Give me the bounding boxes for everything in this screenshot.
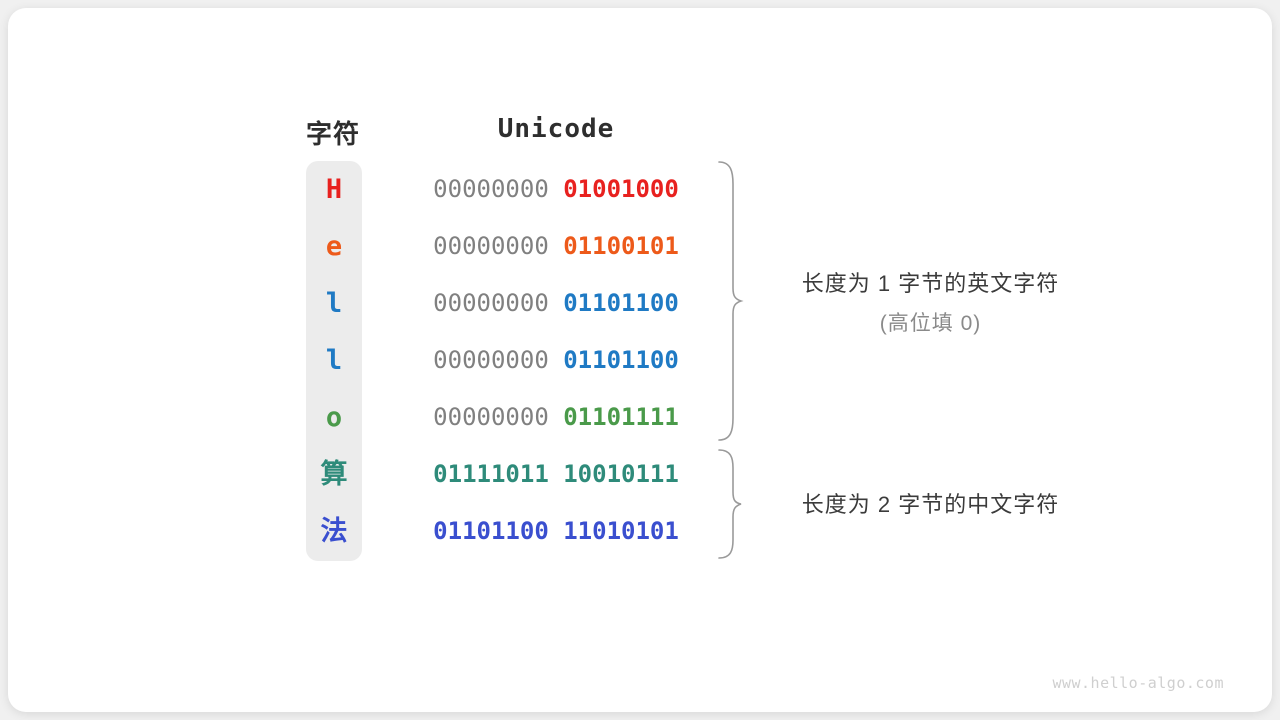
encoding-row: l 00000000 01101100 <box>0 332 1280 389</box>
character-column-panel <box>306 161 362 561</box>
row-unicode-bits: 00000000 01001000 <box>416 161 696 218</box>
column-header-character: 字符 <box>305 119 360 149</box>
encoding-row: 法 01101100 11010101 <box>0 503 1280 560</box>
watermark: www.hello-algo.com <box>1052 674 1224 692</box>
byte-low: 01100101 <box>563 232 679 260</box>
annotation-chinese-main: 长度为 2 字节的中文字符 <box>801 492 1060 517</box>
row-character: 法 <box>320 516 348 547</box>
byte-low: 11010101 <box>563 517 679 545</box>
row-unicode-bits: 00000000 01101100 <box>416 275 696 332</box>
encoding-row: l 00000000 01101100 <box>0 275 1280 332</box>
figure-card <box>8 8 1272 712</box>
encoding-row: H 00000000 01001000 <box>0 161 1280 218</box>
column-header-unicode: Unicode <box>497 114 615 144</box>
byte-high: 00000000 <box>433 289 549 317</box>
byte-low: 01101100 <box>563 289 679 317</box>
row-character: l <box>325 288 343 319</box>
row-unicode-bits: 00000000 01100101 <box>416 218 696 275</box>
row-character: H <box>325 174 343 205</box>
byte-low: 10010111 <box>563 460 679 488</box>
annotation-chinese-bytes: 长度为 2 字节的中文字符 <box>758 487 1103 519</box>
byte-high: 01101100 <box>433 517 549 545</box>
row-unicode-bits: 00000000 01101111 <box>416 389 696 446</box>
encoding-row: e 00000000 01100101 <box>0 218 1280 275</box>
encoding-row: o 00000000 01101111 <box>0 389 1280 446</box>
row-unicode-bits: 01111011 10010111 <box>416 446 696 503</box>
row-character: l <box>325 345 343 376</box>
row-unicode-bits: 00000000 01101100 <box>416 332 696 389</box>
byte-low: 01101111 <box>563 403 679 431</box>
row-unicode-bits: 01101100 11010101 <box>416 503 696 560</box>
annotation-english-sub: (高位填 0) <box>879 312 982 335</box>
byte-low: 01101100 <box>563 346 679 374</box>
byte-high: 01111011 <box>433 460 549 488</box>
annotation-english-bytes: 长度为 1 字节的英文字符 (高位填 0) <box>758 266 1103 337</box>
row-character: 算 <box>320 459 348 490</box>
byte-high: 00000000 <box>433 403 549 431</box>
encoding-row: 算 01111011 10010111 <box>0 446 1280 503</box>
byte-high: 00000000 <box>433 346 549 374</box>
byte-high: 00000000 <box>433 175 549 203</box>
byte-low: 01001000 <box>563 175 679 203</box>
annotation-english-main: 长度为 1 字节的英文字符 <box>801 271 1060 296</box>
byte-high: 00000000 <box>433 232 549 260</box>
row-character: e <box>325 231 343 262</box>
row-character: o <box>325 402 343 433</box>
